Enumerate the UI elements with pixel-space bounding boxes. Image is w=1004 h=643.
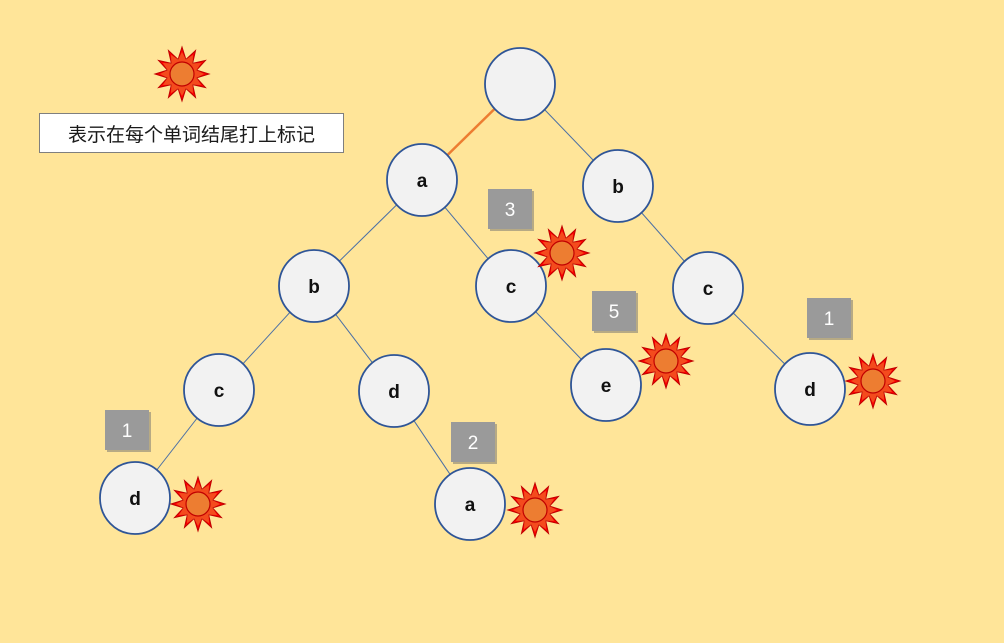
node-circle	[672, 251, 744, 325]
count-value: 3	[505, 200, 516, 221]
node-circle	[358, 354, 430, 428]
trie-node-n_ace: e	[570, 348, 642, 422]
node-label: a	[465, 495, 476, 516]
node-label: a	[417, 171, 428, 192]
node-label: c	[703, 279, 714, 300]
trie-node-n_ab: b	[278, 249, 350, 323]
count-box	[592, 291, 636, 331]
trie-node-n_abcd: d	[99, 461, 171, 535]
legend-box: 表示在每个单词结尾打上标记	[39, 113, 344, 153]
node-label: e	[601, 376, 612, 397]
edge-n_ab-n_abc	[242, 311, 291, 365]
count-value: 5	[609, 302, 620, 323]
end-marker-icon-n_ac	[533, 224, 591, 282]
trie-node-n_ac: c	[475, 249, 547, 323]
trie-node-root	[484, 47, 556, 121]
trie-node-n_bcd: d	[774, 352, 846, 426]
node-label: b	[612, 177, 624, 198]
edge-n_ac-n_ace	[534, 310, 583, 361]
trie-node-n_abd: d	[358, 354, 430, 428]
count-badge-n_bcd: 1	[807, 298, 853, 340]
edge-n_a-n_ac	[444, 206, 489, 260]
node-label: b	[308, 277, 320, 298]
edge-n_b-n_bc	[640, 211, 686, 263]
node-circle	[774, 352, 846, 426]
node-label: d	[388, 382, 400, 403]
edge-root-n_a	[446, 107, 496, 157]
node-circle	[582, 149, 654, 223]
trie-node-n_abc: c	[183, 353, 255, 427]
count-box	[451, 422, 495, 462]
edge-root-n_b	[543, 108, 595, 162]
node-circle	[570, 348, 642, 422]
count-badge-n_ac: 3	[488, 189, 534, 231]
end-marker-icon-n_abcd	[169, 475, 227, 533]
node-circle	[434, 467, 506, 541]
edges-layer	[156, 107, 786, 476]
node-circle	[278, 249, 350, 323]
trie-node-n_a: a	[386, 143, 458, 217]
node-label: d	[804, 380, 816, 401]
end-marker-icon-n_ace	[637, 332, 695, 390]
end-marker-icon-n_bcd	[844, 352, 902, 410]
count-value: 1	[824, 309, 835, 330]
count-box	[488, 189, 532, 229]
trie-node-n_b: b	[582, 149, 654, 223]
count-badge-n_ace: 5	[592, 291, 638, 333]
legend-sun-marker-icon	[153, 45, 211, 103]
edge-n_abc-n_abcd	[156, 417, 198, 471]
count-value: 2	[468, 433, 479, 454]
count-badge-n_abda: 2	[451, 422, 497, 464]
node-circle	[386, 143, 458, 217]
edge-n_bc-n_bcd	[732, 312, 786, 365]
edge-n_a-n_ab	[338, 204, 398, 262]
edge-n_abd-n_abda	[413, 419, 451, 476]
markers-layer	[169, 224, 902, 539]
count-box	[105, 410, 149, 450]
node-label: d	[129, 489, 141, 510]
node-circle	[475, 249, 547, 323]
node-label: c	[214, 381, 225, 402]
count-box	[807, 298, 851, 338]
node-circle	[183, 353, 255, 427]
count-badge-n_abcd: 1	[105, 410, 151, 452]
node-label: c	[506, 277, 517, 298]
end-marker-icon-n_abda	[506, 481, 564, 539]
sun-marker-icon	[153, 45, 211, 103]
counts-layer: 3 5 1 1 2	[105, 189, 853, 464]
count-value: 1	[122, 421, 133, 442]
trie-node-n_bc: c	[672, 251, 744, 325]
nodes-layer: a b b c c c d e d d a	[99, 47, 846, 541]
node-circle	[99, 461, 171, 535]
node-circle	[484, 47, 556, 121]
trie-node-n_abda: a	[434, 467, 506, 541]
edge-n_ab-n_abd	[334, 313, 374, 364]
legend-text: 表示在每个单词结尾打上标记	[67, 123, 315, 146]
